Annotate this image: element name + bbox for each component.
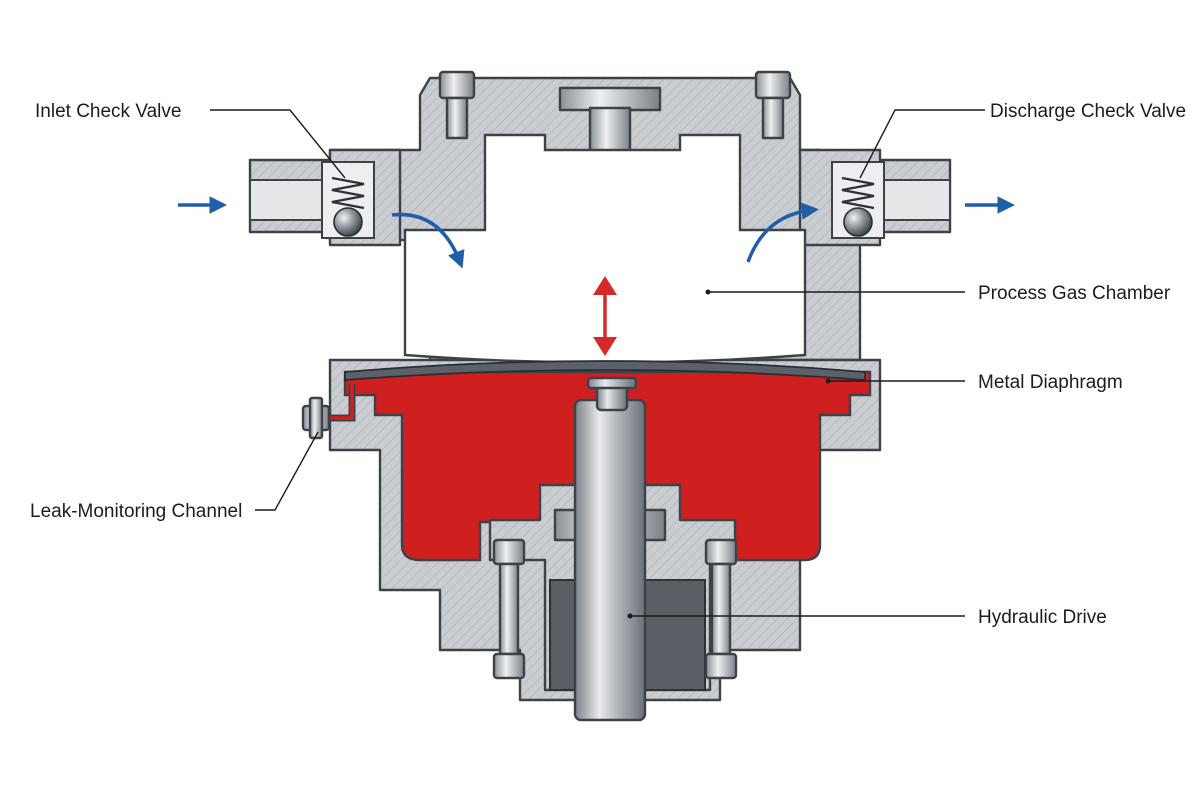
inlet-check-valve: [322, 162, 374, 238]
label-process-gas-chamber: Process Gas Chamber: [978, 283, 1171, 304]
label-discharge-check-valve: Discharge Check Valve: [990, 101, 1186, 122]
label-hydraulic-drive: Hydraulic Drive: [978, 607, 1107, 628]
discharge-check-valve: [832, 162, 884, 238]
leak-port-fitting: [303, 398, 329, 438]
label-leak-monitoring-channel: Leak-Monitoring Channel: [30, 501, 242, 522]
inlet-port-bore: [250, 180, 332, 220]
label-inlet-check-valve: Inlet Check Valve: [35, 101, 181, 122]
label-metal-diaphragm: Metal Diaphragm: [978, 372, 1123, 393]
